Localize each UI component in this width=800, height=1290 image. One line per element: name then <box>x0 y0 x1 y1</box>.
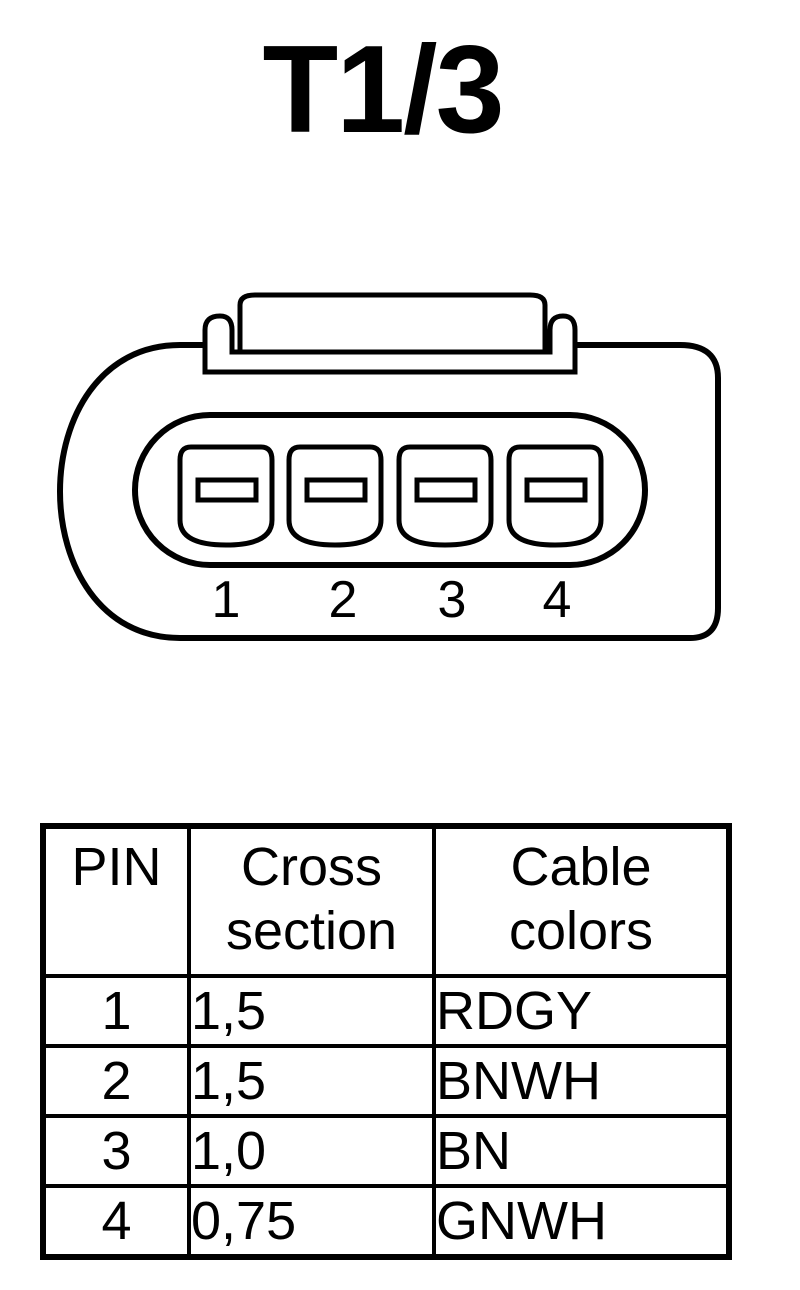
row-cross-section: 1,5 <box>187 974 436 1048</box>
pin-2 <box>286 444 384 548</box>
row-pin: 1 <box>41 974 191 1048</box>
locking-tab-top <box>237 292 548 352</box>
table-row: 2 1,5 BNWH <box>41 1044 731 1118</box>
header-cross-line2: section <box>225 901 398 961</box>
connector-diagram: 1 2 3 4 <box>57 292 721 641</box>
pin-label-2: 2 <box>329 571 358 629</box>
row-cable-color: GNWH <box>432 1184 731 1259</box>
row-cable-color: BN <box>432 1114 731 1188</box>
row-pin: 4 <box>41 1184 191 1259</box>
row-cross-section: 1,0 <box>187 1114 436 1188</box>
pin-label-1: 1 <box>212 571 241 629</box>
pin-table: PIN Cross section Cable colors 1 1,5 RDG… <box>40 823 732 1260</box>
table-header-row: PIN Cross section Cable colors <box>41 824 731 978</box>
locking-tab <box>202 313 578 375</box>
pin-1 <box>177 444 275 548</box>
row-cross-section: 0,75 <box>187 1184 436 1259</box>
row-cross-section: 1,5 <box>187 1044 436 1118</box>
header-pin: PIN <box>41 824 191 978</box>
row-cable-color: RDGY <box>432 974 731 1048</box>
pin-3 <box>396 444 494 548</box>
table-row: 4 0,75 GNWH <box>41 1184 731 1259</box>
pin-cavity <box>132 412 648 568</box>
row-pin: 2 <box>41 1044 191 1118</box>
header-cable-colors: Cable colors <box>432 824 731 978</box>
row-cable-color: BNWH <box>432 1044 731 1118</box>
table-row: 3 1,0 BN <box>41 1114 731 1188</box>
connector-title: T1/3 <box>262 21 504 159</box>
header-color-line1: Cable <box>510 837 652 897</box>
header-cross-line1: Cross <box>240 837 382 897</box>
pin-4 <box>506 444 604 548</box>
pin-label-4: 4 <box>543 571 572 629</box>
row-pin: 3 <box>41 1114 191 1188</box>
header-cross-section: Cross section <box>187 824 436 978</box>
pin-label-3: 3 <box>438 571 467 629</box>
table-row: 1 1,5 RDGY <box>41 974 731 1048</box>
header-color-line2: colors <box>508 901 654 961</box>
connector-housing <box>57 342 721 641</box>
